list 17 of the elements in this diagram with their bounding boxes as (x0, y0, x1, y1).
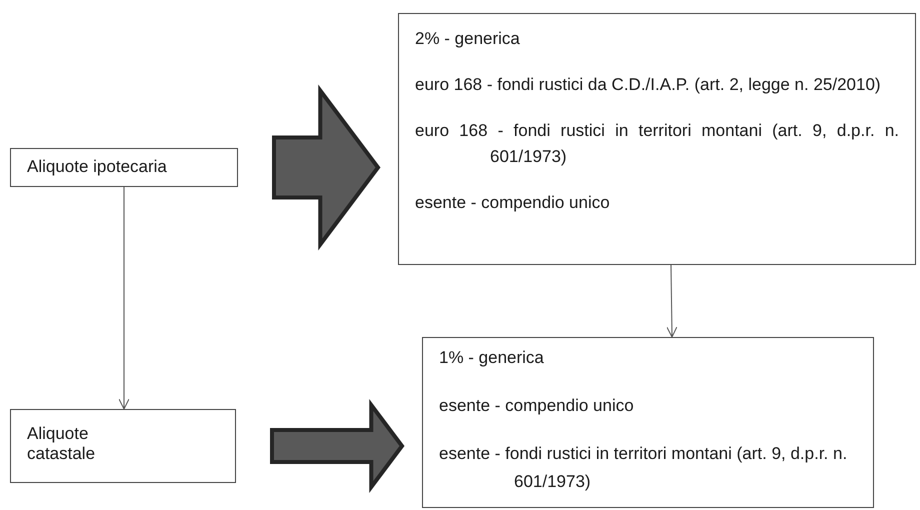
rate-item: esente - fondi rustici in territori montani (art. 9, d.p.r. n. 601/1973) (439, 443, 848, 493)
block-arrow (270, 399, 404, 493)
arrow (118, 186, 130, 410)
rate-item: 1% - generica (439, 347, 545, 369)
rates-box (398, 13, 916, 265)
arrow (666, 264, 678, 338)
block-arrow (272, 84, 380, 250)
rate-item: euro 168 - fondi rustici da C.D./I.A.P. (art. 2, legge n. 25/2010) (415, 74, 882, 96)
category-box (10, 148, 238, 187)
rates-box (422, 337, 874, 508)
rate-item: euro 168 - fondi rustici in territori montani (art. 9, d.p.r. n. 601/1973) (415, 120, 899, 168)
category-box (10, 409, 236, 483)
rate-item: Aliquote ipotecaria (27, 157, 168, 177)
rate-item: Aliquote catastale (27, 424, 96, 464)
rate-item: esente - compendio unico (415, 192, 611, 214)
rate-item: 2% - generica (415, 28, 521, 50)
rate-item: esente - compendio unico (439, 395, 635, 417)
